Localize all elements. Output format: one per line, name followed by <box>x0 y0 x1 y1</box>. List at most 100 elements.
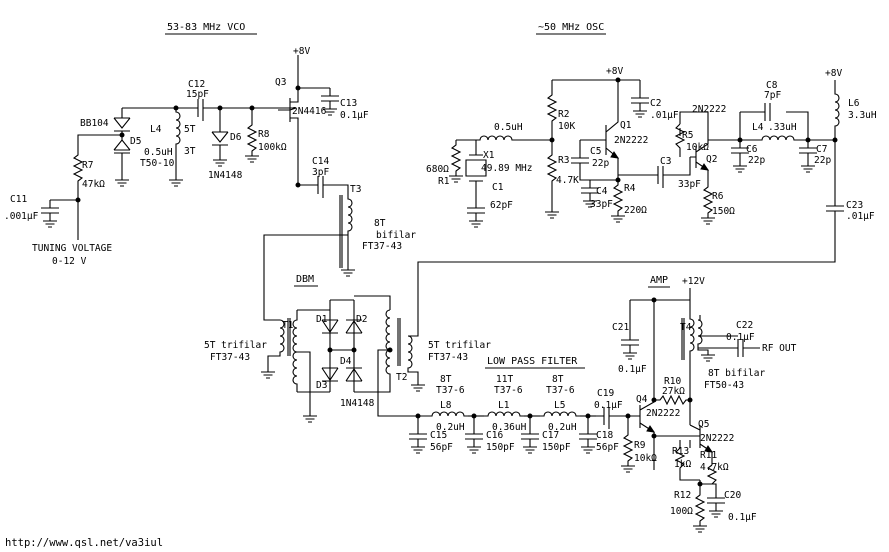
tuning-range-label: 0-12 V <box>52 256 87 267</box>
c11-label: C11 <box>10 194 27 205</box>
q5-label: Q5 <box>698 419 709 430</box>
t3-type: bifilar <box>376 230 416 241</box>
r12-value: 100Ω <box>670 506 693 517</box>
l4-turns-3t: 3T <box>184 146 196 157</box>
l1-label: L1 <box>498 400 510 411</box>
t4-winding: 8T bifilar <box>708 368 765 379</box>
c21-label: C21 <box>612 322 629 333</box>
v8-osc: +8V <box>606 66 623 77</box>
dbm-diodes-type: 1N4148 <box>340 398 375 409</box>
dbm-title: DBM <box>296 274 314 285</box>
d6-value: 1N4148 <box>208 170 243 181</box>
r1-label: R1 <box>438 176 450 187</box>
c21-value: 0.1µF <box>618 364 647 375</box>
l6-value: 3.3uH <box>848 110 877 121</box>
t3-core: FT37-43 <box>362 241 402 252</box>
c5-value: 22p <box>592 158 609 169</box>
c13-value: 0.1µF <box>340 110 369 121</box>
r2-label: R2 <box>558 109 569 120</box>
c8-label: C8 <box>766 80 778 91</box>
r13-label: R13 <box>672 446 689 457</box>
c19-label: C19 <box>597 388 614 399</box>
v8-l6: +8V <box>825 68 842 79</box>
l4-core: T50-10 <box>140 158 175 169</box>
lpf-title: LOW PASS FILTER <box>487 356 578 367</box>
t2-core: FT37-43 <box>428 352 468 363</box>
r5-value: 10kΩ <box>686 142 709 153</box>
c2-value: .01µF <box>650 110 679 121</box>
c23-value: .01µF <box>846 211 875 222</box>
r12-label: R12 <box>674 490 691 501</box>
amp-title: AMP <box>650 275 668 286</box>
l4b-value: .33uH <box>768 122 797 133</box>
l1-turns: 11T <box>496 374 513 385</box>
c3-label: C3 <box>660 156 671 167</box>
tuning-voltage-label: TUNING VOLTAGE <box>32 243 112 254</box>
l5-turns: 8T <box>552 374 564 385</box>
c19-value: 0.1µF <box>594 400 623 411</box>
l4-value: 0.5uH <box>144 147 173 158</box>
r6-value: 150Ω <box>712 206 735 217</box>
l5-core: T37-6 <box>546 385 575 396</box>
c20-value: 0.1µF <box>728 512 757 523</box>
t1-core: FT37-43 <box>210 352 250 363</box>
c16-value: 150pF <box>486 442 515 453</box>
q3-value: 2N4416 <box>292 106 327 117</box>
r1-value: 680Ω <box>426 164 449 175</box>
r2-value: 10K <box>558 121 575 132</box>
d3-label: D3 <box>316 380 327 391</box>
q5-value: 2N2222 <box>700 433 734 444</box>
r10-label: R10 <box>664 376 681 387</box>
c15-value: 56pF <box>430 442 453 453</box>
r9-label: R9 <box>634 440 646 451</box>
c18-label: C18 <box>596 430 613 441</box>
c18-value: 56pF <box>596 442 619 453</box>
c22-label: C22 <box>736 320 753 331</box>
r3-value: 4.7K <box>556 175 579 186</box>
t1-label: T1 <box>282 320 294 331</box>
r4-value: 220Ω <box>624 205 647 216</box>
x1-label: X1 <box>483 150 495 161</box>
r10-value: 27kΩ <box>662 386 685 397</box>
l8-turns: 8T <box>440 374 452 385</box>
r7-value: 47kΩ <box>82 179 105 190</box>
vco-section: BB104 D5 R7 47kΩ C11 .001µF TUNING VOLTA… <box>4 46 416 321</box>
t4-label: T4 <box>680 322 692 333</box>
footer-url: http://www.qsl.net/va3iul <box>5 537 163 549</box>
r13-value: 1kΩ <box>674 459 691 470</box>
r8-value: 100kΩ <box>258 142 287 153</box>
c7-label: C7 <box>816 144 827 155</box>
c12-value: 15pF <box>186 89 209 100</box>
bb104-label: BB104 <box>80 118 109 129</box>
l4-label: L4 <box>150 124 162 135</box>
t1-winding: 5T trifilar <box>204 340 267 351</box>
c16-label: C16 <box>486 430 503 441</box>
c11-value: .001µF <box>4 211 39 222</box>
l4-turns-5t: 5T <box>184 124 196 135</box>
q2-value: 2N2222 <box>692 104 726 115</box>
l5-label: L5 <box>554 400 565 411</box>
amp-section: +12V C21 0.1µF T4 8T bifilar FT50-43 C22… <box>612 276 797 533</box>
l8-core: T37-6 <box>436 385 465 396</box>
d1-label: D1 <box>316 314 328 325</box>
l1-core: T37-6 <box>494 385 523 396</box>
l6-label: L6 <box>848 98 860 109</box>
c7-value: 22p <box>814 155 831 166</box>
vco-title: 53-83 MHz VCO <box>167 22 245 33</box>
osc-title: ~50 MHz OSC <box>538 22 604 33</box>
x1-value: 49.89 MHz <box>481 163 532 174</box>
t4-core: FT50-43 <box>704 380 744 391</box>
c15-label: C15 <box>430 430 447 441</box>
l1-value: 0.36uH <box>492 422 527 433</box>
c20-label: C20 <box>724 490 741 501</box>
l4b-label: L4 <box>752 122 764 133</box>
t2-label: T2 <box>396 372 407 383</box>
c5-label: C5 <box>590 146 601 157</box>
lpf-section: 8T T37-6 L8 0.2uH 11T T37-6 L1 0.36uH 8T… <box>408 374 640 454</box>
r11-label: R11 <box>700 450 717 461</box>
q3-label: Q3 <box>275 77 286 88</box>
l3-label: 0.5uH <box>494 122 523 133</box>
r4-label: R4 <box>624 183 636 194</box>
r8-label: R8 <box>258 129 270 140</box>
